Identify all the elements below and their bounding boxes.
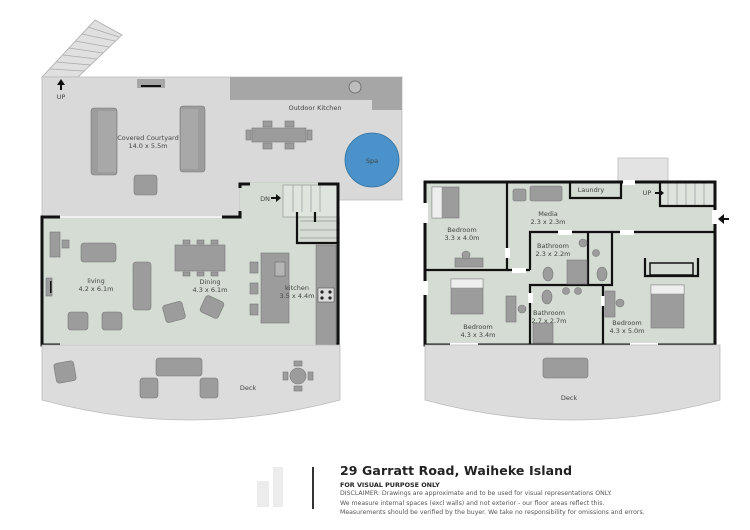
disclaimer-line: DISCLAIMER: Drawings are approximate and…	[340, 490, 612, 497]
room-name: Bathroom	[537, 242, 569, 250]
armchair	[162, 301, 186, 323]
bbq-icon	[348, 80, 362, 94]
lower-level-plan: UP Covered Courtyard 14.0 x 5.5m Outdoor…	[40, 19, 403, 421]
room-name: kitchen	[285, 284, 309, 292]
bed	[431, 186, 460, 219]
armchair	[199, 377, 219, 399]
spa-label: Spa	[366, 157, 378, 165]
room-name: Outdoor Kitchen	[288, 104, 341, 112]
internal-stairs	[282, 184, 338, 239]
tv	[45, 277, 53, 297]
room-size: 4.3 x 6.1m	[193, 286, 228, 294]
chair	[517, 304, 527, 314]
room-size: 4.3 x 5.0m	[610, 327, 645, 335]
room-name: Bedroom	[463, 323, 492, 331]
info-block: 29 Garratt Road, Waiheke Island FOR VISU…	[340, 463, 740, 518]
visual-purpose-note: FOR VISUAL PURPOSE ONLY	[340, 481, 440, 489]
disclaimer-line: We measure internal spaces (excl walls) …	[340, 499, 605, 507]
bed	[650, 284, 685, 329]
sofa	[179, 105, 206, 173]
armchair	[133, 174, 158, 196]
armchair	[101, 311, 123, 331]
desk	[505, 295, 517, 323]
deck-label: Deck	[561, 394, 578, 402]
sofa	[155, 357, 203, 377]
toilet	[542, 266, 554, 282]
shower	[532, 322, 554, 344]
armchair	[199, 295, 225, 319]
outdoor-dining-table	[245, 120, 313, 150]
armchair	[512, 188, 527, 202]
stair-down-label: DN	[260, 195, 270, 203]
deck	[424, 344, 721, 421]
shower	[566, 259, 588, 285]
sink-icon	[274, 261, 286, 277]
entry-stoop	[617, 157, 669, 184]
desk	[604, 290, 616, 318]
dining-table	[174, 239, 226, 277]
room-name: Dining	[200, 278, 221, 286]
chair	[461, 250, 471, 260]
toilet	[541, 289, 553, 305]
brand-logo	[257, 467, 283, 507]
round-table	[282, 360, 314, 392]
armchair	[53, 360, 77, 384]
toilet	[596, 266, 608, 282]
room-name: Media	[538, 210, 558, 218]
fireplace	[137, 79, 165, 88]
upper-level-plan: UP Bedroom 3.3 x 4.0m	[423, 157, 729, 421]
room-size: 2.3 x 2.2m	[536, 250, 571, 258]
cooktop-icon	[317, 287, 335, 303]
sofa	[542, 357, 589, 379]
sofa	[529, 185, 563, 202]
bed	[450, 278, 484, 315]
stair-up-label: UP	[643, 189, 652, 197]
deck	[41, 344, 341, 421]
stair-up-label: UP	[57, 93, 66, 101]
chair	[61, 239, 70, 249]
room-size: 4.3 x 3.4m	[461, 331, 496, 339]
up-arrow-icon	[57, 79, 65, 90]
address-title: 29 Garratt Road, Waiheke Island	[340, 463, 573, 478]
divider	[312, 467, 314, 509]
room-size: 14.0 x 5.5m	[128, 142, 167, 150]
spa	[344, 132, 400, 188]
disclaimer-line: Measurements should be verified by the b…	[340, 509, 645, 516]
room-size: 2.3 x 2.3m	[531, 218, 566, 226]
down-arrow-icon	[271, 194, 281, 202]
desk	[49, 231, 61, 258]
wardrobe	[649, 262, 694, 276]
basin	[562, 287, 570, 295]
entry-arrow-icon	[718, 214, 729, 224]
room-size: 3.5 x 4.4m	[280, 292, 315, 300]
deck-label: Deck	[240, 384, 257, 392]
room-size: 2.7 x 2.7m	[532, 317, 567, 325]
basin	[578, 238, 588, 248]
room-name: Bathroom	[533, 309, 565, 317]
room-size: 4.2 x 6.1m	[79, 285, 114, 293]
sofa	[132, 261, 152, 311]
sofa	[90, 107, 118, 176]
sofa	[80, 242, 117, 263]
room-name: Bedroom	[612, 319, 641, 327]
room-size: 3.3 x 4.0m	[445, 234, 480, 242]
basin	[574, 287, 582, 295]
room-name: Bedroom	[447, 226, 476, 234]
room-name: Laundry	[578, 186, 605, 194]
stairs	[659, 182, 715, 207]
living-dining-kitchen	[42, 217, 340, 345]
chair	[615, 298, 625, 308]
desk	[454, 257, 484, 268]
basin	[592, 249, 600, 257]
room-name: Covered Courtyard	[117, 134, 178, 142]
external-stairs	[41, 19, 123, 78]
armchair	[139, 377, 159, 399]
armchair	[67, 311, 89, 331]
room-name: living	[87, 277, 105, 285]
